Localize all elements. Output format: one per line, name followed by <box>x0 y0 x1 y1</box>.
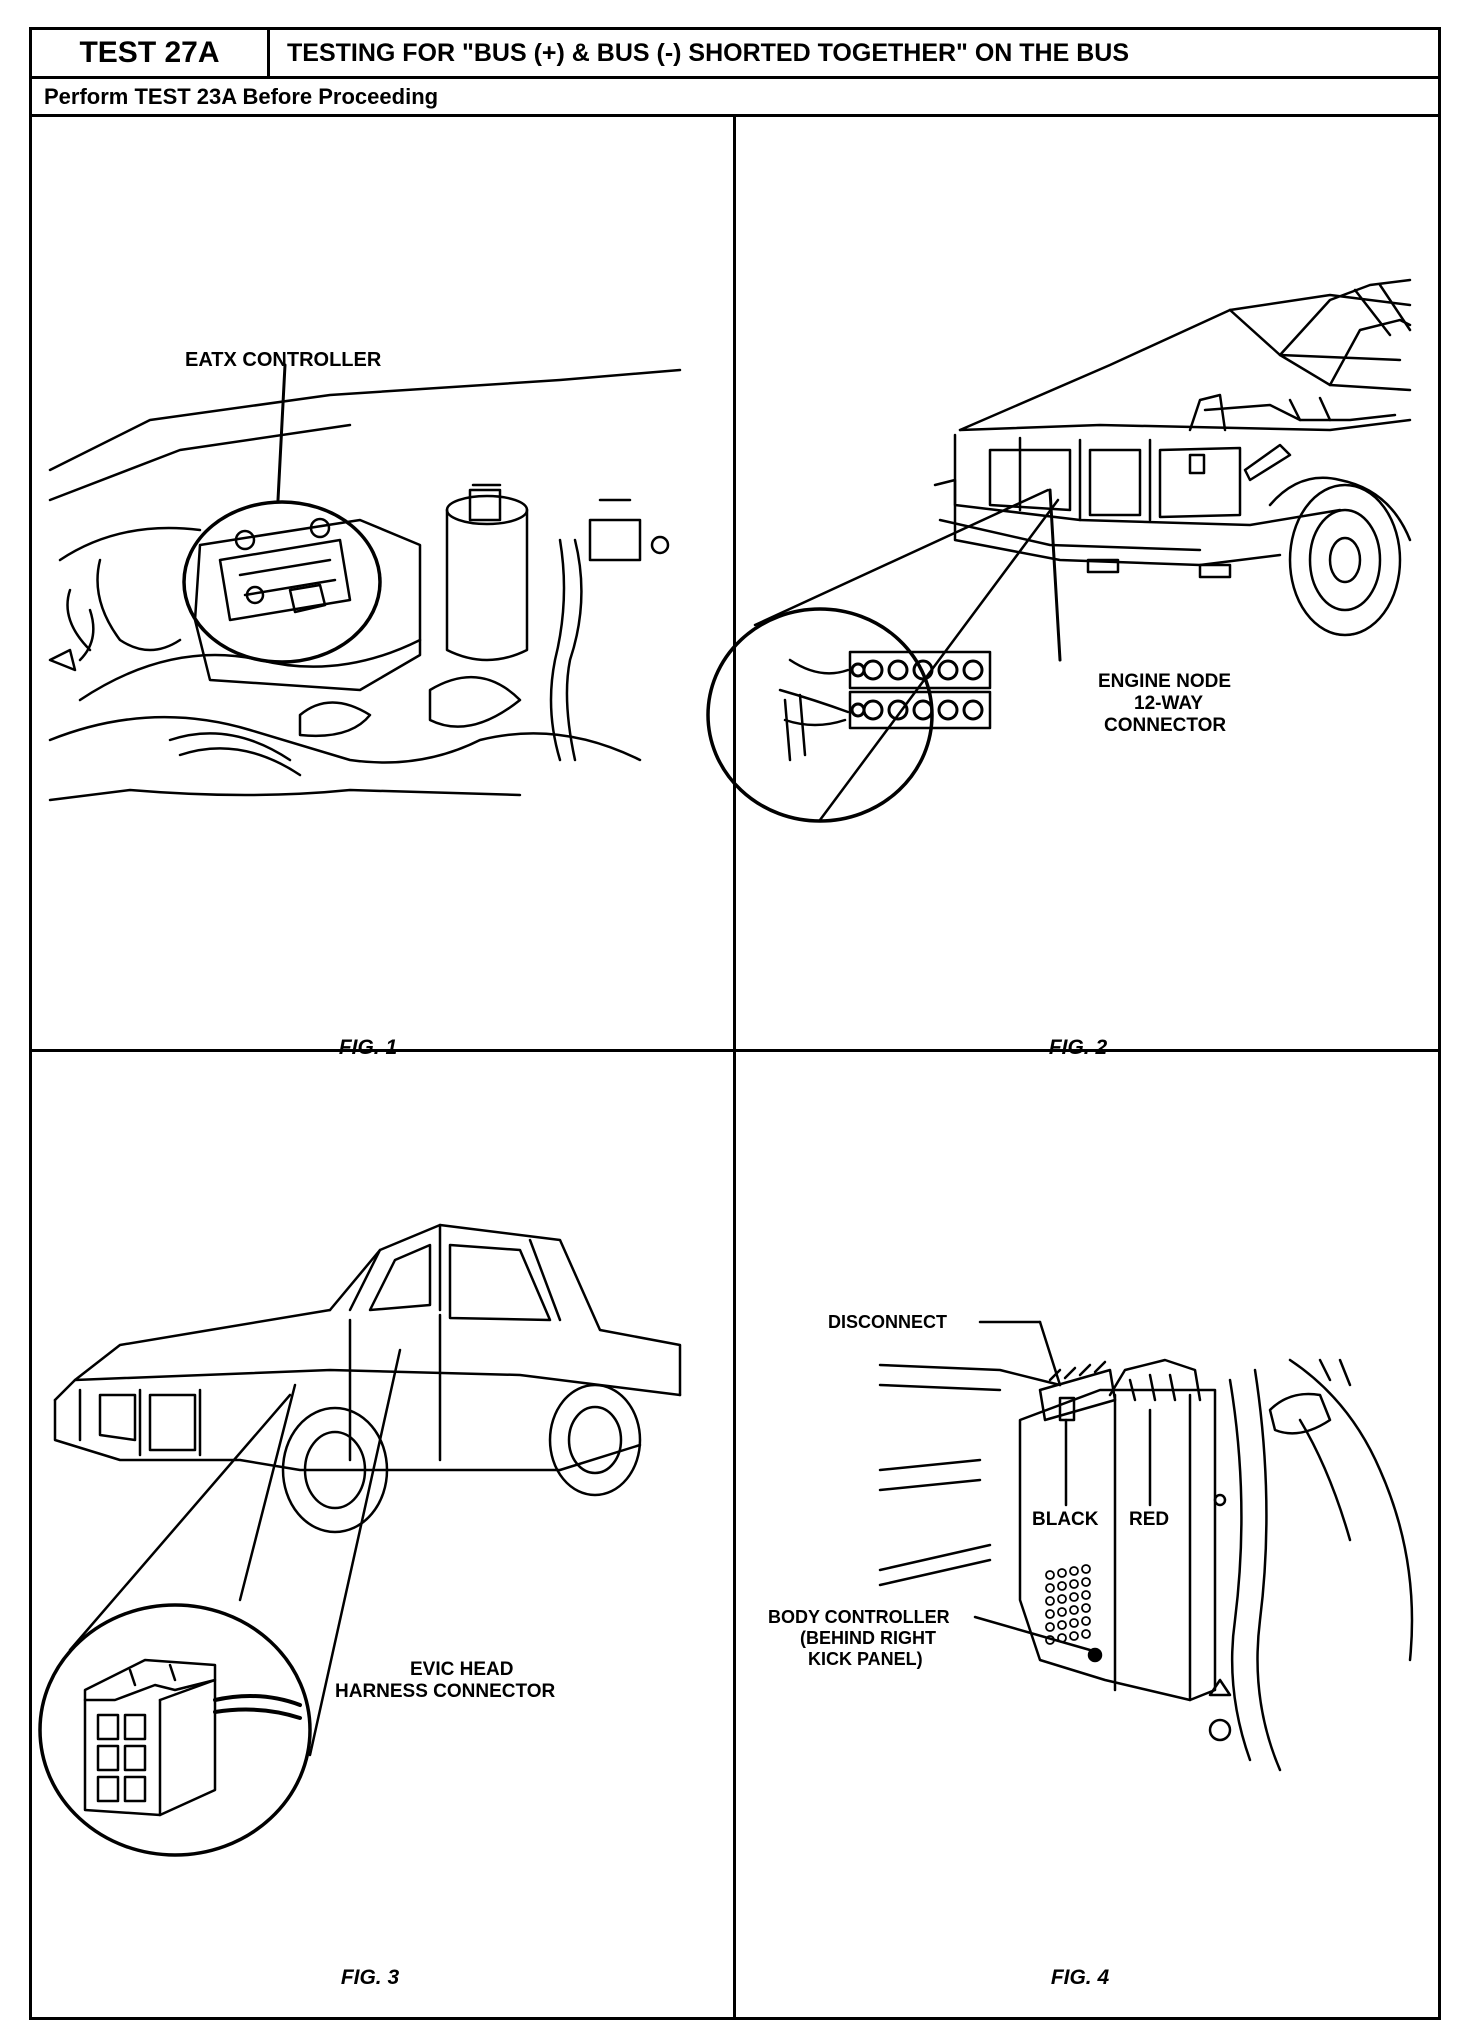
black-wire-label: BLACK <box>1032 1509 1099 1530</box>
horizontal-divider <box>32 1049 1438 1052</box>
disconnect-label: DISCONNECT <box>828 1312 948 1332</box>
body-controller-label-line3: KICK PANEL) <box>808 1649 923 1669</box>
prerequisite-note: Perform TEST 23A Before Proceeding <box>32 79 1438 117</box>
engine-node-label-line3: CONNECTOR <box>1104 715 1227 736</box>
fig3-sedan-drawing <box>38 1223 682 1857</box>
red-wire-label: RED <box>1129 1509 1170 1530</box>
fig4-body-controller-drawing <box>878 1320 1414 1772</box>
body-controller-label-line1: BODY CONTROLLER <box>768 1607 950 1627</box>
evic-head-label-line1: EVIC HEAD <box>410 1659 514 1680</box>
evic-head-label-line2: HARNESS CONNECTOR <box>335 1681 556 1702</box>
fig1-engine-bay-drawing <box>48 363 682 802</box>
body-controller-label-line2: (BEHIND RIGHT <box>800 1628 936 1648</box>
test-title: TESTING FOR "BUS (+) & BUS (-) SHORTED T… <box>287 39 1130 67</box>
header-row: TEST 27A TESTING FOR "BUS (+) & BUS (-) … <box>32 30 1438 79</box>
test-id: TEST 27A <box>32 30 270 76</box>
fig1-caption: FIG. 1 <box>338 1036 398 1059</box>
diagnostic-sheet: TEST 27A TESTING FOR "BUS (+) & BUS (-) … <box>29 27 1441 2020</box>
fig2-car-front-drawing <box>706 278 1412 823</box>
eatx-controller-label: EATX CONTROLLER <box>185 349 382 371</box>
vertical-divider <box>733 117 736 2017</box>
engine-node-label-line2: 12-WAY <box>1134 693 1203 714</box>
fig2-caption: FIG. 2 <box>1048 1036 1108 1059</box>
engine-node-label-line1: ENGINE NODE <box>1098 671 1232 692</box>
fig4-caption: FIG. 4 <box>1050 1966 1110 1989</box>
fig3-caption: FIG. 3 <box>340 1966 400 1989</box>
